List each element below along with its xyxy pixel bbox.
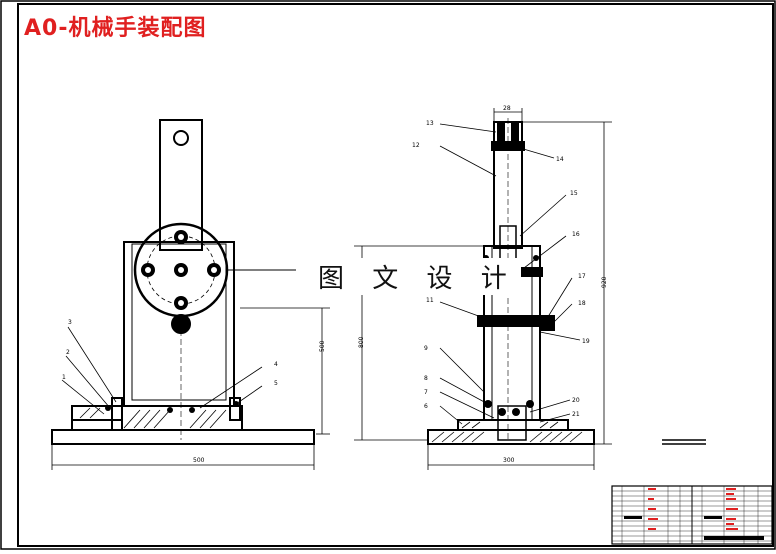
balloon-5: 5 (274, 380, 278, 387)
side-hatching (431, 421, 583, 443)
roughness-symbol (662, 439, 706, 445)
front-base-plate (51, 429, 315, 445)
side-column (483, 245, 541, 421)
balloon-15: 15 (570, 190, 578, 197)
front-column-inner (131, 243, 227, 401)
balloon-12: 12 (412, 142, 420, 149)
front-leaders (51, 307, 330, 470)
dim-side-height-left: 800 (358, 336, 365, 348)
balloon-11: 11 (426, 297, 434, 304)
balloon-20: 20 (572, 397, 580, 404)
front-pin-left (111, 397, 123, 431)
balloon-1: 1 (62, 374, 66, 381)
balloon-19: 19 (582, 338, 590, 345)
front-view (51, 119, 315, 445)
balloon-14: 14 (556, 156, 564, 163)
side-clamp-lower (477, 315, 547, 327)
balloon-16: 16 (572, 231, 580, 238)
dim-front-width: 500 (193, 457, 205, 464)
side-base-plate (427, 429, 595, 445)
balloon-21: 21 (572, 411, 580, 418)
balloon-3: 3 (68, 319, 72, 326)
front-arm-hole (173, 130, 189, 146)
dim-side-height-right: 920 (601, 276, 608, 288)
front-labels: 3 2 1 4 5 500 500 (62, 319, 326, 464)
side-labels: 13 12 14 15 16 17 18 19 9 8 7 6 20 21 11… (358, 105, 608, 464)
dim-side-width: 300 (503, 457, 515, 464)
balloon-17: 17 (578, 273, 586, 280)
front-hatching (79, 407, 227, 429)
side-lower-plate (457, 419, 569, 431)
drawing-title: A0-机械手装配图 (24, 16, 207, 41)
balloon-6: 6 (424, 403, 428, 410)
watermark-text: 图 文 设 计 (314, 258, 521, 295)
balloon-8: 8 (424, 375, 428, 382)
inner-border (17, 3, 774, 547)
balloon-7: 7 (424, 389, 428, 396)
balloon-2: 2 (66, 349, 70, 356)
balloon-18: 18 (578, 300, 586, 307)
balloon-13: 13 (426, 120, 434, 127)
title-block (611, 485, 773, 545)
balloon-4: 4 (274, 361, 278, 368)
dim-side-top: 28 (503, 105, 511, 112)
dim-front-height: 500 (319, 340, 326, 352)
front-arm-plate (159, 119, 203, 251)
balloon-9: 9 (424, 345, 428, 352)
